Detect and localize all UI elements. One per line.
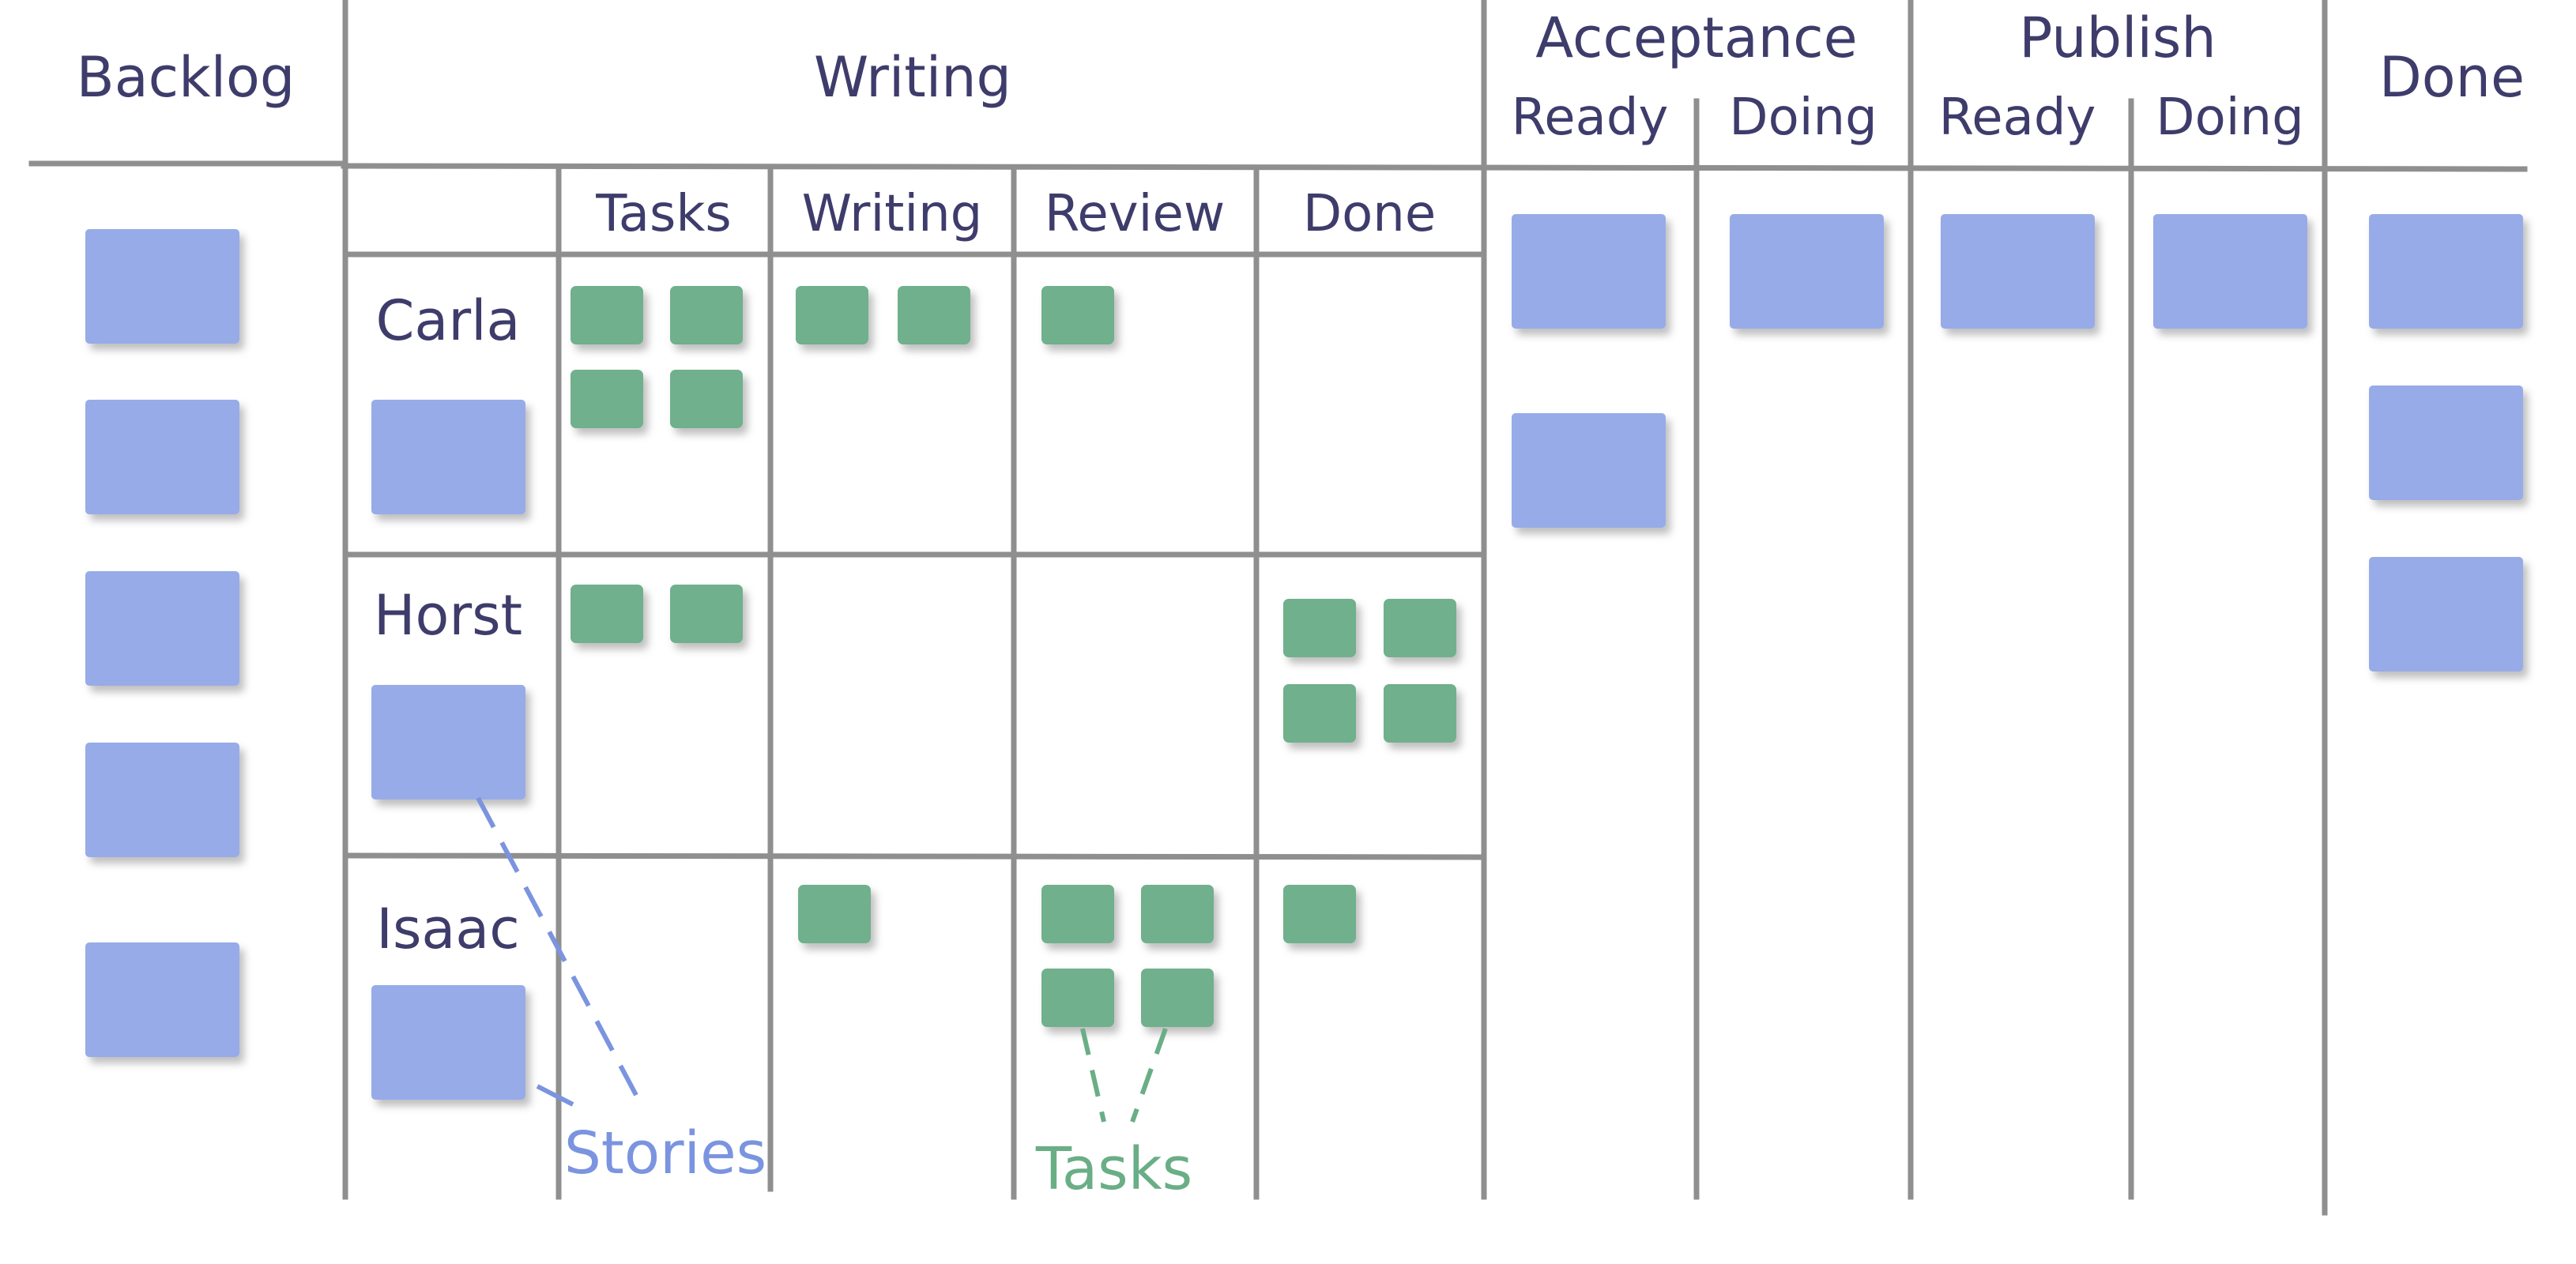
header-divider-main: [341, 163, 2528, 172]
task-card[interactable]: [796, 286, 868, 344]
writing-subheaders: Tasks Writing Review Done: [595, 185, 1436, 243]
board-grid: [28, 0, 2528, 1216]
task-card[interactable]: [1283, 684, 1356, 743]
story-card[interactable]: [1512, 413, 1666, 528]
column-headers: Backlog Writing Acceptance Ready Doing P…: [77, 6, 2525, 147]
subcolumn-header-publish-doing: Doing: [2156, 88, 2303, 147]
task-card[interactable]: [1384, 684, 1456, 743]
stories-annotation: Stories: [476, 796, 766, 1187]
tasks-label: Tasks: [1035, 1135, 1192, 1203]
stories-pointer-line: [476, 796, 646, 1112]
story-card[interactable]: [371, 985, 525, 1100]
swimlane-name-isaac: Isaac: [376, 897, 519, 961]
swimlane-divider-2: [342, 852, 1487, 860]
task-card[interactable]: [1041, 286, 1114, 344]
writing-subheader-review: Review: [1045, 185, 1225, 243]
story-card[interactable]: [2369, 557, 2523, 672]
story-card[interactable]: [1512, 214, 1666, 329]
task-card[interactable]: [1041, 885, 1114, 943]
story-card[interactable]: [85, 229, 239, 344]
column-header-done: Done: [2379, 45, 2525, 110]
task-card[interactable]: [571, 585, 643, 643]
tasks-pointer-line: [1080, 1028, 1106, 1123]
task-card[interactable]: [571, 370, 643, 428]
subcolumn-header-acceptance-doing: Doing: [1729, 88, 1877, 147]
tasks-pointer-line: [1130, 1027, 1168, 1123]
task-card[interactable]: [1283, 599, 1356, 657]
task-card[interactable]: [898, 286, 970, 344]
writing-subheader-done: Done: [1303, 185, 1436, 243]
story-card[interactable]: [85, 743, 239, 857]
column-header-backlog: Backlog: [77, 45, 296, 110]
story-card[interactable]: [371, 685, 525, 799]
story-card[interactable]: [1730, 214, 1884, 329]
story-card[interactable]: [85, 400, 239, 514]
story-card[interactable]: [371, 400, 525, 514]
story-card[interactable]: [2369, 386, 2523, 500]
writing-subheader-tasks: Tasks: [595, 185, 731, 243]
task-card[interactable]: [1041, 969, 1114, 1027]
task-card[interactable]: [670, 286, 743, 344]
story-card[interactable]: [2369, 214, 2523, 329]
subcolumn-header-publish-ready: Ready: [1939, 88, 2096, 147]
task-card[interactable]: [1384, 599, 1456, 657]
story-card[interactable]: [85, 571, 239, 686]
column-header-writing: Writing: [814, 45, 1011, 110]
tasks-annotation: Tasks: [1035, 1027, 1192, 1203]
task-card[interactable]: [798, 885, 871, 943]
task-card[interactable]: [1141, 885, 1214, 943]
task-card[interactable]: [670, 370, 743, 428]
column-header-publish: Publish: [2019, 6, 2216, 70]
writing-subheader-writing: Writing: [802, 185, 983, 243]
swimlane-names: Carla Horst Isaac: [374, 288, 522, 961]
subcolumn-header-acceptance-ready: Ready: [1512, 88, 1669, 147]
task-cards: [571, 286, 1456, 1027]
task-card[interactable]: [1283, 885, 1356, 943]
column-header-acceptance: Acceptance: [1535, 6, 1857, 70]
task-card[interactable]: [571, 286, 643, 344]
swimlane-name-carla: Carla: [376, 288, 521, 353]
story-card[interactable]: [2153, 214, 2307, 329]
stories-pointer-line: [536, 1084, 574, 1107]
story-card[interactable]: [85, 942, 239, 1057]
stories-label: Stories: [564, 1119, 766, 1187]
story-card[interactable]: [1941, 214, 2095, 329]
task-card[interactable]: [670, 585, 743, 643]
task-card[interactable]: [1141, 969, 1214, 1027]
story-cards: [85, 214, 2523, 1100]
swimlane-name-horst: Horst: [374, 583, 522, 648]
